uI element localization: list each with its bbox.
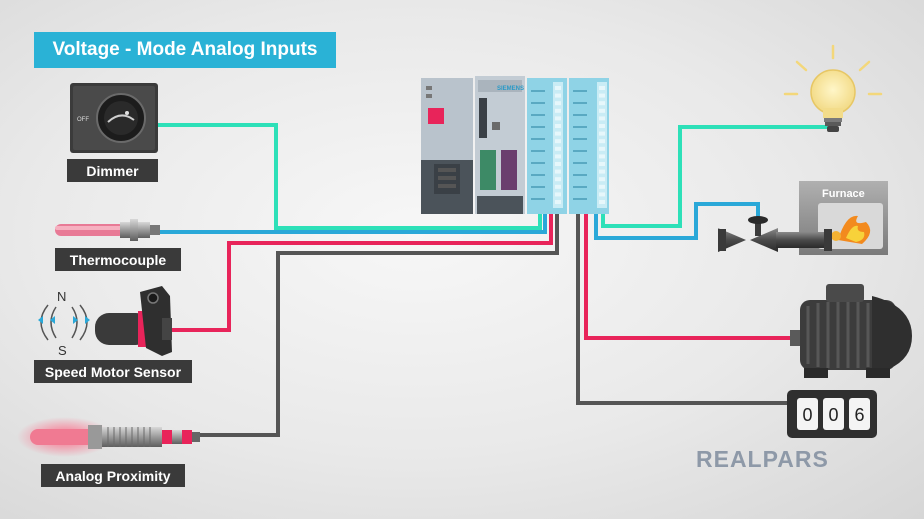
io-led: [599, 116, 605, 121]
counter-digit-2: 0: [828, 405, 838, 425]
io-led: [599, 86, 605, 90]
light-bulb-icon: [783, 44, 883, 132]
counter-icon: 0 0 6: [787, 390, 877, 438]
io-led: [555, 139, 561, 144]
io-terminal-label: [531, 138, 545, 140]
io-led: [599, 124, 605, 128]
io-led: [555, 124, 561, 128]
io-led: [555, 131, 561, 136]
io-led: [555, 93, 561, 98]
io-led: [599, 101, 605, 106]
dimmer-off-text: OFF: [77, 117, 89, 123]
io-terminal-label: [573, 102, 587, 104]
io-led: [555, 86, 561, 90]
wire-light: [601, 125, 830, 228]
io-terminal-label: [531, 186, 545, 188]
magnet-south: S: [58, 343, 67, 358]
io-led: [599, 177, 605, 182]
io-terminal-label: [573, 186, 587, 188]
wires: [158, 123, 830, 437]
thermocouple-label: Thermocouple: [55, 248, 181, 271]
io-led: [555, 184, 561, 189]
io-led: [555, 146, 561, 151]
io-terminal-label: [531, 90, 545, 92]
io-led: [555, 162, 561, 166]
io-led: [555, 192, 561, 197]
io-led: [599, 139, 605, 144]
dimmer-device: OFF: [70, 83, 158, 153]
io-led: [555, 101, 561, 106]
io-led: [555, 200, 561, 204]
io-terminal-label: [573, 90, 587, 92]
counter-digit-1: 0: [802, 405, 812, 425]
thermocouple-icon: [55, 219, 160, 241]
io-terminal-label: [573, 114, 587, 116]
io-led: [599, 146, 605, 151]
io-led: [555, 169, 561, 174]
analog-proximity-label: Analog Proximity: [41, 464, 185, 487]
io-led: [599, 192, 605, 197]
plc-io-indicators: [531, 86, 605, 204]
io-led: [555, 177, 561, 182]
io-terminal-label: [573, 126, 587, 128]
io-led: [599, 162, 605, 166]
io-terminal-label: [573, 174, 587, 176]
wire-dimmer: [158, 123, 542, 230]
plc-brand: SIEMENS: [497, 86, 524, 92]
io-led: [555, 154, 561, 159]
magnet-north: N: [57, 289, 66, 304]
counter-digit-3: 6: [854, 405, 864, 425]
io-terminal-label: [573, 162, 587, 164]
valve-icon: [718, 216, 832, 252]
io-terminal-label: [531, 114, 545, 116]
io-terminal-label: [573, 150, 587, 152]
io-led: [599, 154, 605, 159]
io-led: [599, 108, 605, 113]
io-led: [599, 184, 605, 189]
magnet-icon: N S: [38, 289, 90, 358]
io-terminal-label: [531, 126, 545, 128]
dimmer-label: Dimmer: [67, 159, 158, 182]
plc-icon: SIEMENS: [421, 76, 609, 214]
io-led: [599, 131, 605, 136]
io-led: [555, 108, 561, 113]
speed-motor-sensor-label: Speed Motor Sensor: [34, 360, 192, 383]
wire-thermocouple: [160, 212, 547, 234]
io-terminal-label: [531, 162, 545, 164]
wire-speed-sensor: [172, 212, 553, 332]
io-led: [599, 93, 605, 98]
furnace-label: Furnace: [822, 188, 865, 200]
io-terminal-label: [531, 174, 545, 176]
realpars-logo: REALPARS: [696, 446, 829, 472]
io-terminal-label: [573, 198, 587, 200]
io-led: [599, 200, 605, 204]
proximity-sensor-icon: [17, 417, 200, 457]
speed-sensor-icon: [95, 286, 172, 356]
io-terminal-label: [531, 150, 545, 152]
wire-counter: [576, 212, 792, 405]
io-led: [599, 169, 605, 174]
io-terminal-label: [573, 138, 587, 140]
knob-icon: [96, 93, 146, 143]
motor-icon: [790, 284, 912, 378]
flame-icon: [831, 215, 871, 244]
diagram-title: Voltage - Mode Analog Inputs: [34, 32, 336, 68]
wire-valve: [594, 202, 760, 240]
wire-proximity: [200, 212, 559, 437]
wire-motor: [584, 212, 790, 340]
io-led: [555, 116, 561, 121]
io-terminal-label: [531, 198, 545, 200]
io-terminal-label: [531, 102, 545, 104]
